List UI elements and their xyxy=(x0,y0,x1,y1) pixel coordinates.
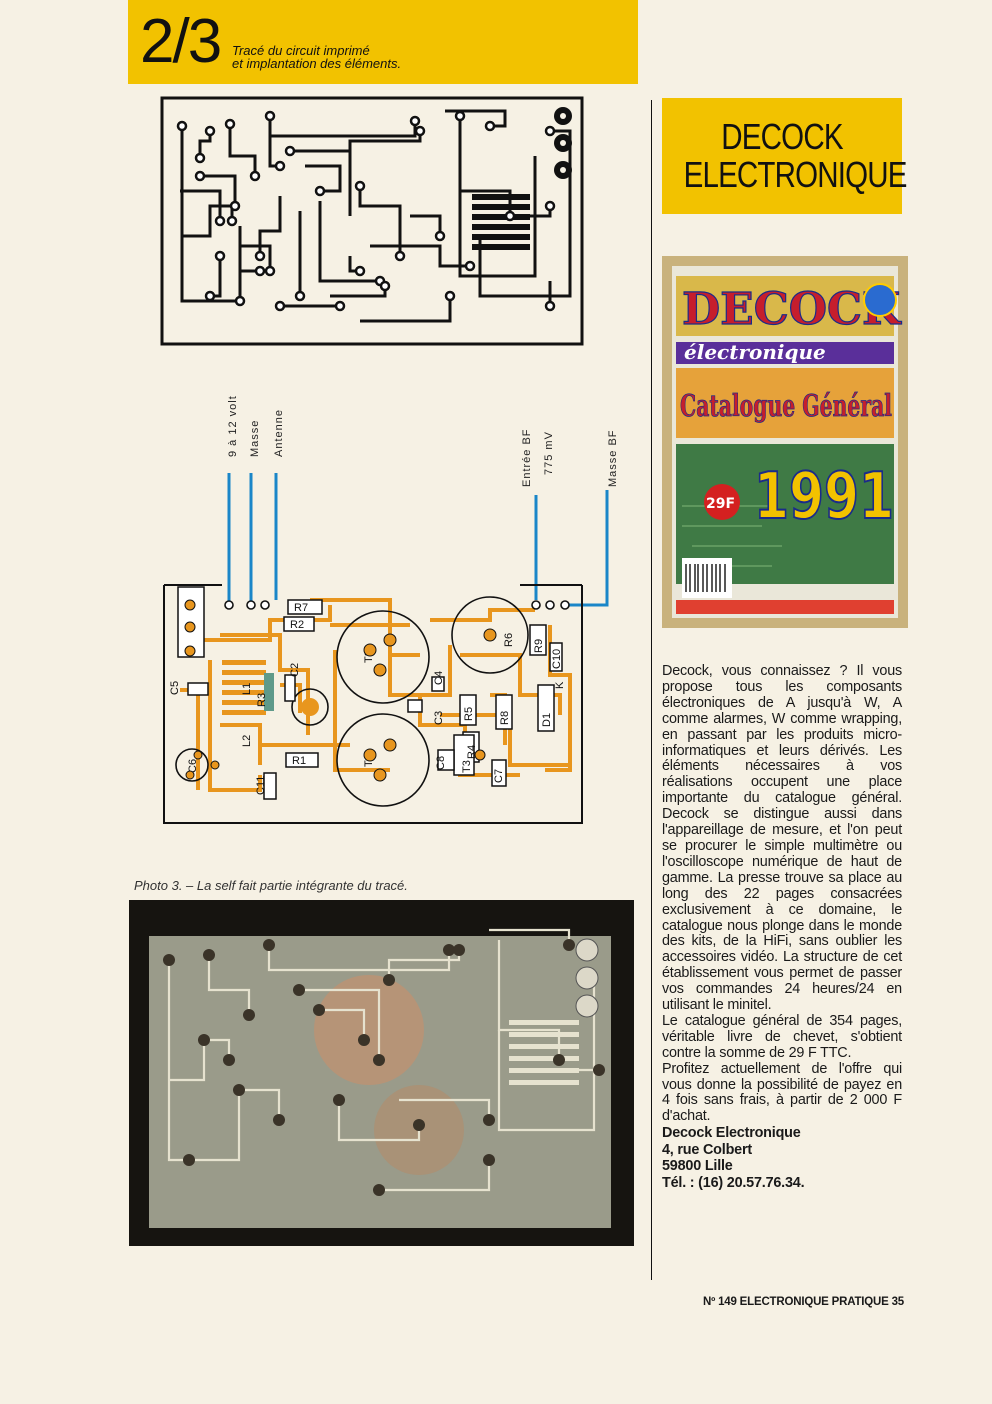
article-paragraph: Le catalogue général de 354 pages, vérit… xyxy=(662,1012,902,1061)
comp-R6: R6 xyxy=(503,633,515,647)
comp-R3: R3 xyxy=(256,693,268,707)
comp-L1: L1 xyxy=(241,683,253,695)
comp-R1: R1 xyxy=(292,755,306,767)
address-street: 4, rue Colbert xyxy=(662,1141,752,1158)
comp-R8: R8 xyxy=(499,711,511,725)
comp-L2: L2 xyxy=(241,735,253,747)
address-phone: Tél. : (16) 20.57.76.34. xyxy=(662,1174,805,1191)
label-bf-input: Entrée BF xyxy=(521,428,533,487)
component-layout-drawing: 9 à 12 volts Masse Antenne Entrée BF 775… xyxy=(163,395,619,824)
photo-caption: Photo 3. – La self fait partie intégrant… xyxy=(134,878,408,893)
comp-R2: R2 xyxy=(290,619,304,631)
address-block: Decock Electronique 4, rue Colbert 59800… xyxy=(662,1125,902,1191)
article-paragraph: Profitez actuellement de l'offre qui vou… xyxy=(662,1060,902,1125)
column-divider xyxy=(651,100,652,1280)
label-bf-level: 775 mV xyxy=(543,431,555,475)
article-body: Decock, vous connaissez ? Il vous propos… xyxy=(662,663,902,1191)
comp-C3: C3 xyxy=(433,711,445,725)
label-antenna: Antenne xyxy=(273,409,285,457)
section-number: 2/3 xyxy=(140,7,222,76)
comp-R9: R9 xyxy=(533,639,545,653)
label-ground: Masse xyxy=(249,420,261,457)
pcb-trace-drawing xyxy=(160,96,584,346)
comp-C11: C11 xyxy=(255,776,267,795)
section-caption: Tracé du circuit imprimé et implantation… xyxy=(232,43,402,71)
address-name: Decock Electronique xyxy=(662,1125,801,1142)
cover-catalogue: Catalogue Général xyxy=(680,389,892,424)
cover-subtitle: électronique xyxy=(684,340,826,364)
comp-C7: C7 xyxy=(493,769,505,783)
comp-C10: C10 xyxy=(551,649,563,669)
comp-K: K xyxy=(554,681,566,689)
cover-year: 1991 xyxy=(754,460,894,534)
comp-C4: C4 xyxy=(433,671,445,685)
label-supply: 9 à 12 volts xyxy=(227,395,239,457)
comp-C6: C6 xyxy=(187,759,199,773)
comp-T3: T3 xyxy=(461,760,473,773)
section-header: 2/3 Tracé du circuit imprimé et implanta… xyxy=(128,0,638,84)
comp-R7: R7 xyxy=(294,602,308,614)
comp-R5: R5 xyxy=(463,707,475,721)
pcb-photo xyxy=(129,900,634,1246)
cover-price: 29F xyxy=(706,496,735,512)
label-bf-ground: Masse BF xyxy=(607,429,619,487)
brand-line1: DECOCK xyxy=(721,116,843,157)
address-city: 59800 Lille xyxy=(662,1158,733,1175)
article-paragraph: Decock, vous connaissez ? Il vous propos… xyxy=(662,663,902,1014)
comp-C5: C5 xyxy=(169,681,181,695)
page-footer: Nº 149 ELECTRONIQUE PRATIQUE 35 xyxy=(703,1296,904,1308)
comp-C8: C8 xyxy=(435,756,447,770)
brand-box: DECOCK ELECTRONIQUE xyxy=(662,98,908,214)
catalogue-cover: DECOCK électronique Catalogue Général 19… xyxy=(662,256,908,628)
comp-D1: D1 xyxy=(541,713,553,727)
brand-line2: ELECTRONIQUE xyxy=(683,154,908,195)
comp-C2: C2 xyxy=(289,663,301,677)
